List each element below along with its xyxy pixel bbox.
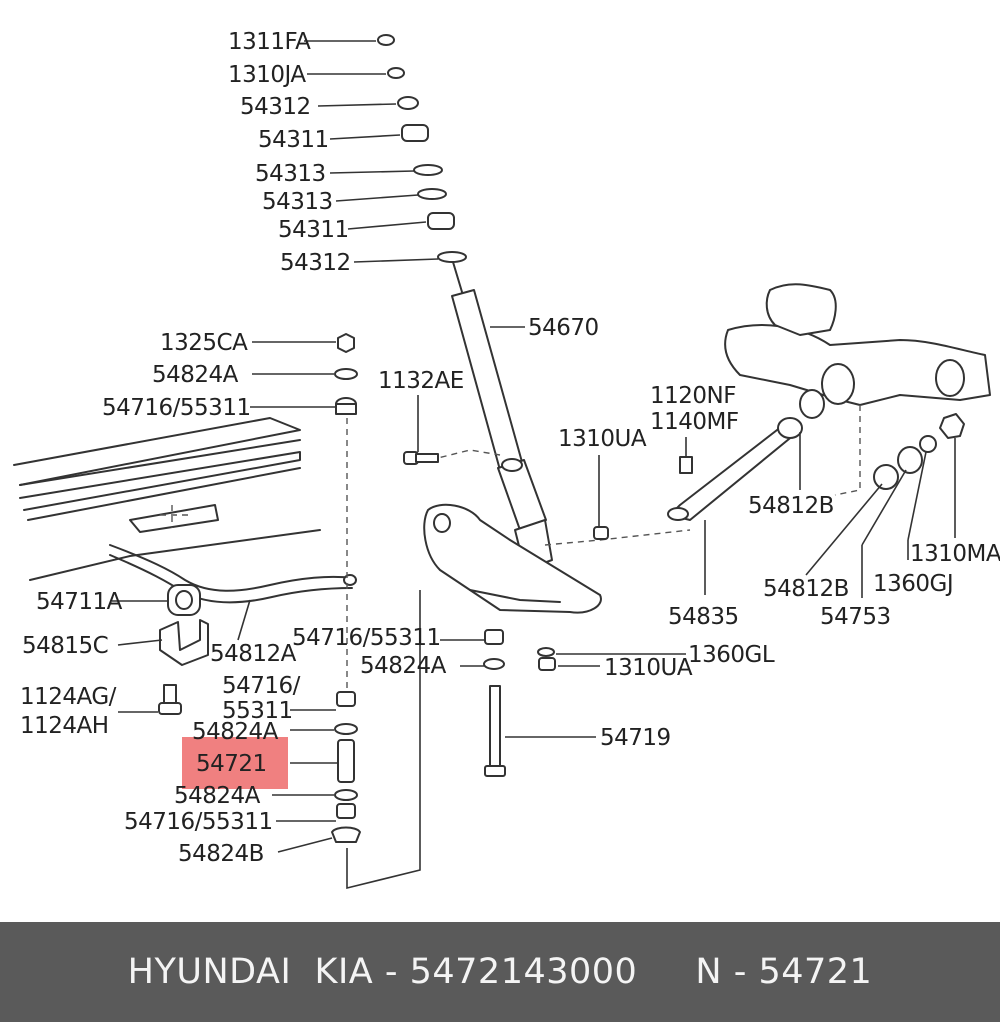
lateral-rod-drawing [667, 389, 825, 521]
label-54313-lower: 54313 [262, 189, 333, 215]
label-54753: 54753 [820, 604, 891, 630]
label-54313-upper: 54313 [255, 161, 326, 187]
label-54716-slash: 54716/ [222, 673, 301, 699]
lower-bracket-drawing [423, 449, 691, 614]
bolt-54719-drawing [484, 685, 506, 777]
washers-center-drawing [483, 629, 556, 671]
frame-rail-drawing [13, 417, 321, 581]
label-54670: 54670 [528, 315, 599, 341]
label-54721: 54721 [196, 751, 267, 777]
label-54812a: 54812A [210, 641, 297, 667]
label-54812b-lower: 54812B [763, 576, 849, 602]
label-1310ua-upper: 1310UA [558, 426, 647, 452]
shock-absorber-drawing [451, 261, 553, 571]
label-1325ca: 1325CA [160, 330, 248, 356]
label-54812b-upper: 54812B [748, 493, 834, 519]
label-54311-top: 54311 [258, 127, 329, 153]
leader-lines [112, 40, 956, 853]
label-1140mf: 1140MF [650, 409, 739, 435]
label-54716-55311-bottom: 54716/55311 [124, 809, 273, 835]
bracket-54815c-drawing [159, 619, 209, 666]
label-54824a-middle: 54824A [360, 653, 447, 679]
label-1311fa: 1311FA [228, 29, 311, 55]
shock-top-washers-drawing [377, 34, 467, 263]
label-54815c: 54815C [22, 633, 108, 659]
label-1360gj: 1360GJ [873, 571, 953, 597]
label-1360gl: 1360GL [688, 642, 775, 668]
label-54312-bottom: 54312 [280, 250, 351, 276]
label-1310ua-lower: 1310UA [604, 655, 693, 681]
label-54711a: 54711A [36, 589, 123, 615]
nut-1310ua-drawing [593, 526, 609, 540]
bolt-1124ag-drawing [158, 684, 182, 715]
label-54824a-lower-stack: 54824A [174, 783, 261, 809]
bushing-54711a-drawing [167, 584, 201, 616]
link-stack-drawing [331, 333, 421, 890]
label-1310ma: 1310MA [910, 541, 1000, 567]
bolt-1132ae-drawing [403, 451, 439, 465]
label-1124ag: 1124AG/ [20, 684, 117, 710]
label-1132ae: 1132AE [378, 368, 464, 394]
label-54719: 54719 [600, 725, 671, 751]
rod-end-parts-drawing [679, 413, 965, 490]
label-55311: 55311 [222, 698, 293, 724]
label-54716-55311-top: 54716/55311 [102, 395, 251, 421]
label-1124ah: 1124AH [20, 713, 109, 739]
label-54312-top: 54312 [240, 94, 311, 120]
parts-diagram: 1311FA 1310JA 54312 54311 54313 54313 54… [13, 29, 1000, 890]
label-54824b: 54824B [178, 841, 264, 867]
label-54824a-top: 54824A [152, 362, 239, 388]
highlight-box [182, 737, 288, 789]
footer-part-number: HYUNDAI KIA - 5472143000 N - 54721 [127, 952, 873, 992]
label-54311-bottom: 54311 [278, 217, 349, 243]
crossmember-drawing [724, 283, 991, 496]
label-54716-55311-middle: 54716/55311 [292, 625, 441, 651]
label-1120nf: 1120NF [650, 383, 736, 409]
label-54824a-upper-stack: 54824A [192, 719, 279, 745]
label-54835: 54835 [668, 604, 739, 630]
label-1310ja: 1310JA [228, 62, 306, 88]
footer-bar: HYUNDAI KIA - 5472143000 N - 54721 [0, 922, 1000, 1022]
